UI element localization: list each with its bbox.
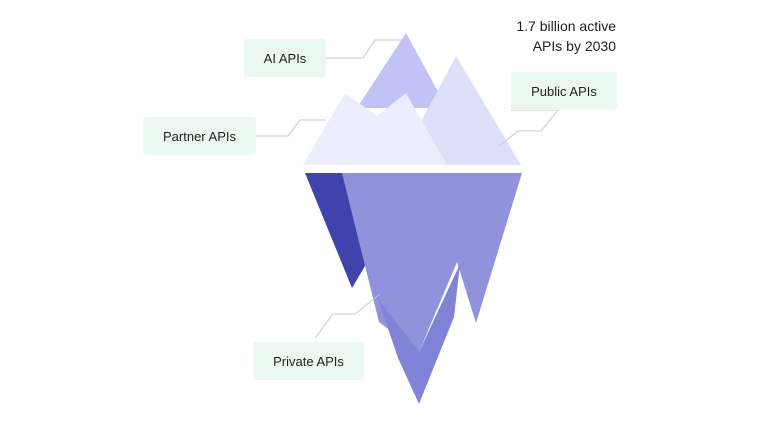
- peak-partner: [303, 93, 447, 165]
- stat-callout: 1.7 billion active APIs by 2030: [516, 16, 616, 56]
- connector-partner: [256, 119, 326, 137]
- stat-line-1: 1.7 billion active: [516, 18, 616, 34]
- private-apis-label: Private APIs: [253, 342, 364, 380]
- public-apis-label: Public APIs: [511, 72, 617, 110]
- connector-ai: [326, 39, 404, 59]
- peak-ai: [357, 33, 447, 108]
- ai-apis-label: AI APIs: [244, 39, 326, 77]
- connector-private: [314, 293, 381, 339]
- underwater-main: [342, 173, 522, 352]
- partner-apis-label: Partner APIs: [143, 117, 256, 155]
- stat-line-2: APIs by 2030: [532, 38, 616, 54]
- underwater-lower: [356, 234, 460, 404]
- connector-public: [498, 109, 560, 147]
